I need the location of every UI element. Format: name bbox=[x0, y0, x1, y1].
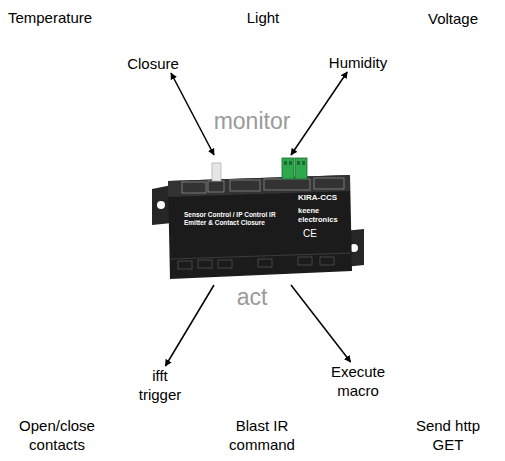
arrow-connector bbox=[165, 285, 214, 366]
free-label: Temperature bbox=[0, 8, 100, 27]
free-label: Voltage bbox=[408, 9, 498, 28]
free-label: Blast IR command bbox=[224, 416, 300, 454]
monitor-input: Closure bbox=[123, 54, 183, 73]
device-print: CE bbox=[303, 228, 333, 240]
device-print: keene electronics bbox=[298, 206, 340, 224]
node-text: Closure bbox=[123, 54, 183, 73]
free-label: act bbox=[212, 284, 292, 311]
monitor-input: Humidity bbox=[322, 53, 394, 72]
arrow-connector bbox=[171, 73, 214, 155]
device-node: KIRA-CCS Sensor Control / IP Control IR E… bbox=[148, 155, 368, 285]
device-print: Sensor Control / IP Control IR Emitter &… bbox=[184, 211, 288, 227]
node-text: ifft trigger bbox=[133, 366, 187, 404]
action-output: ifft trigger bbox=[133, 366, 187, 404]
device-print: KIRA-CCS bbox=[298, 193, 358, 203]
action-output: Execute macro bbox=[321, 362, 395, 400]
node-text: Execute macro bbox=[321, 362, 395, 400]
free-label: Light bbox=[223, 8, 303, 27]
node-text: Humidity bbox=[322, 53, 394, 72]
free-label: monitor bbox=[192, 108, 312, 135]
arrow-connector bbox=[291, 72, 347, 155]
free-label: Open/close contacts bbox=[7, 416, 107, 454]
free-label: Send http GET bbox=[411, 416, 485, 454]
arrow-connector bbox=[291, 285, 351, 362]
